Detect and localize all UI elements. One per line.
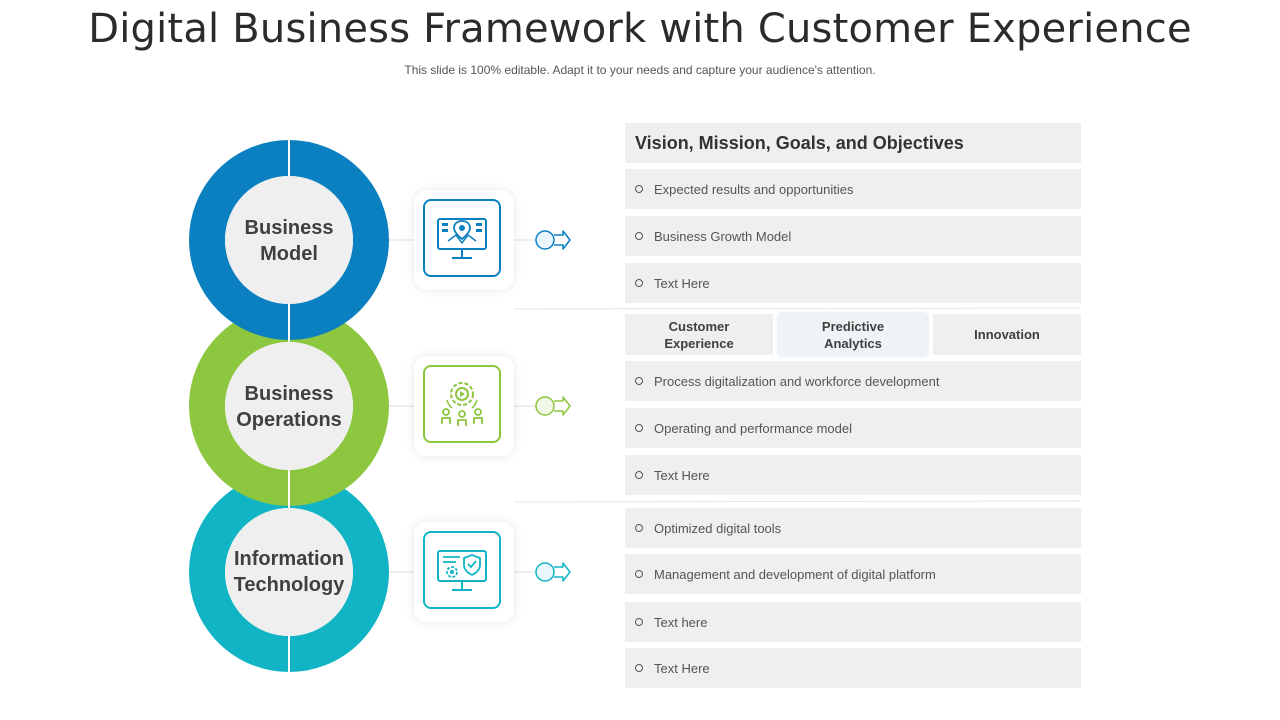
tab-label-line: Innovation (974, 327, 1040, 342)
list-item-text: Text Here (654, 660, 710, 676)
list-item-text: Expected results and opportunities (654, 181, 854, 197)
tab-label-line: Predictive (821, 318, 885, 334)
tab-customer-experience: Customer Experience (625, 314, 773, 355)
list-item-text: Text here (654, 614, 708, 630)
ring-label-line: Business (244, 383, 334, 405)
icon-card-business-operations (414, 356, 514, 456)
list-item: Text Here (625, 263, 1081, 303)
list-item: Operating and performance model (625, 408, 1081, 448)
list-item: Text Here (625, 455, 1081, 495)
ring-label-line: Business (244, 217, 334, 239)
list-item-text: Business Growth Model (654, 228, 792, 244)
ring-label-information-technology: Information Technology (219, 546, 359, 598)
tab-innovation: Innovation (933, 314, 1081, 355)
bullet-icon (635, 185, 643, 193)
list-item: Text Here (625, 648, 1081, 688)
list-item: Text here (625, 602, 1081, 642)
list-item-text: Operating and performance model (654, 420, 853, 436)
group-separator-1 (513, 307, 1081, 310)
list-item: Expected results and opportunities (625, 169, 1081, 209)
list-item: Optimized digital tools (625, 508, 1081, 548)
bullet-icon (635, 570, 643, 578)
monitor-shield-icon (423, 531, 501, 609)
list-item-text: Text Here (654, 467, 710, 483)
ring-label-line: Information (234, 548, 344, 570)
tab-label-line: Experience (664, 335, 734, 351)
tab-predictive-analytics: Predictive Analytics (779, 314, 927, 355)
tab-label-line: Analytics (824, 335, 882, 351)
list-item: Business Growth Model (625, 216, 1081, 256)
arrow-bubble-icon-3 (535, 562, 571, 582)
bullet-icon (635, 232, 643, 240)
ring-inner-3 (225, 508, 353, 636)
slide-subtitle: This slide is 100% editable. Adapt it to… (404, 63, 876, 77)
ring-label-line: Model (260, 243, 318, 265)
list-item-text: Text Here (654, 275, 710, 291)
ring-label-line: Operations (236, 409, 342, 431)
list-item-text: Optimized digital tools (654, 520, 782, 536)
bullet-icon (635, 424, 643, 432)
tab-label-line: Customer (668, 318, 730, 334)
bullet-icon (635, 377, 643, 385)
arrow-bubble-icon-2 (535, 396, 571, 416)
ring-label-line: Technology (233, 574, 345, 596)
slide-title: Digital Business Framework with Customer… (88, 6, 1192, 52)
list-item-text: Management and development of digital pl… (654, 566, 936, 582)
bullet-icon (635, 524, 643, 532)
icon-card-information-technology (414, 522, 514, 622)
ring-inner-1 (225, 176, 353, 304)
ring-label-business-operations: Business Operations (219, 381, 359, 433)
list-item-text: Process digitalization and workforce dev… (654, 373, 940, 389)
panel-header: Vision, Mission, Goals, and Objectives (625, 123, 1081, 163)
ring-label-business-model: Business Model (219, 215, 359, 267)
monitor-location-icon (423, 199, 501, 277)
bullet-icon (635, 471, 643, 479)
icon-card-business-model (414, 190, 514, 290)
ring-inner-2 (225, 342, 353, 470)
group-separator-2 (513, 500, 1081, 503)
arrow-bubble-icon-1 (535, 230, 571, 250)
list-item: Management and development of digital pl… (625, 554, 1081, 594)
gear-team-icon (423, 365, 501, 443)
bullet-icon (635, 279, 643, 287)
bullet-icon (635, 664, 643, 672)
list-item: Process digitalization and workforce dev… (625, 361, 1081, 401)
bullet-icon (635, 618, 643, 626)
